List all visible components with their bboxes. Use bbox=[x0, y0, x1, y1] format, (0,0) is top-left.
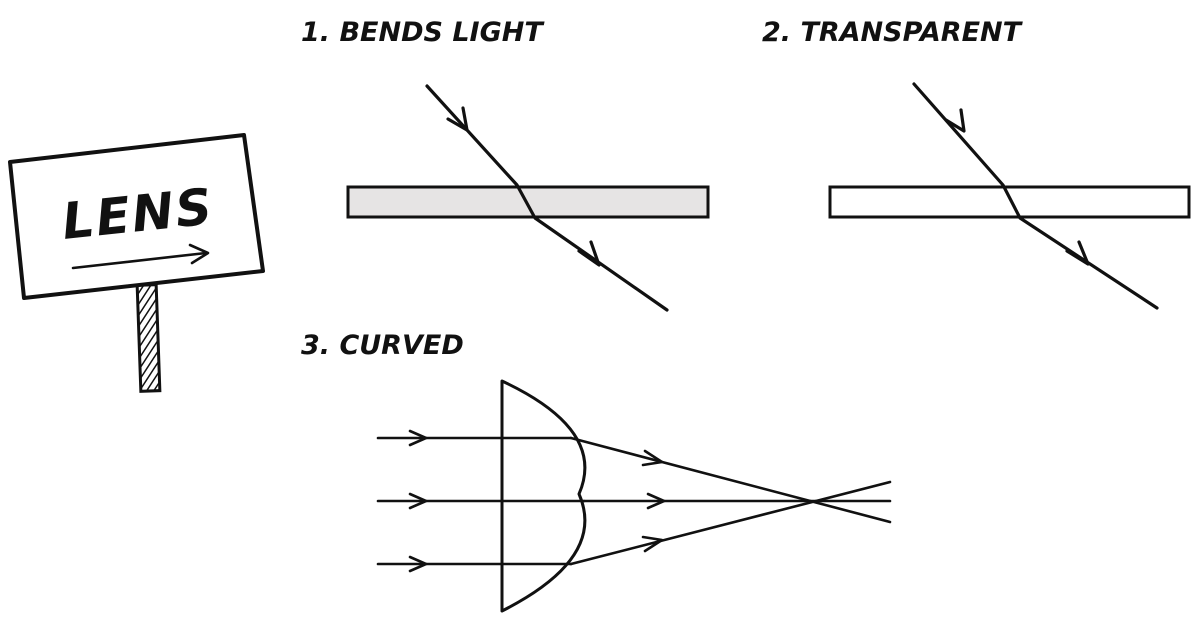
converging-arrow-bottom bbox=[641, 535, 664, 553]
converging-arrow-top bbox=[641, 449, 664, 467]
sign-arrow-head bbox=[188, 243, 210, 265]
lens-sign: LENS bbox=[8, 133, 265, 393]
incoming-arrow-top bbox=[408, 429, 428, 447]
incoming-arrow-middle bbox=[408, 492, 428, 510]
panel-curved: 3. CURVED bbox=[301, 330, 892, 613]
panel-2-label: 2. TRANSPARENT bbox=[762, 17, 1024, 48]
panel-1-label: 1. BENDS LIGHT bbox=[301, 17, 545, 48]
sign-post bbox=[135, 283, 162, 393]
panel-transparent: 2. TRANSPARENT bbox=[762, 17, 1191, 310]
ray-arrow-incoming bbox=[944, 108, 966, 133]
panel-bends-light: 1. BENDS LIGHT bbox=[301, 17, 710, 312]
ray-arrow-outgoing bbox=[577, 240, 601, 267]
converging-arrow-middle bbox=[646, 492, 666, 510]
converging-ray-bottom bbox=[569, 480, 892, 566]
ray-arrow-outgoing bbox=[1065, 240, 1090, 266]
refracted-ray bbox=[425, 84, 669, 312]
ray-arrow-incoming bbox=[446, 106, 469, 132]
sign-arrow-shaft bbox=[71, 251, 208, 270]
converging-ray-top bbox=[569, 436, 892, 524]
plano-convex-lens bbox=[500, 379, 587, 613]
panel-3-label: 3. CURVED bbox=[301, 330, 464, 361]
incoming-arrow-bottom bbox=[408, 555, 428, 573]
clear-glass-slab bbox=[828, 185, 1191, 219]
